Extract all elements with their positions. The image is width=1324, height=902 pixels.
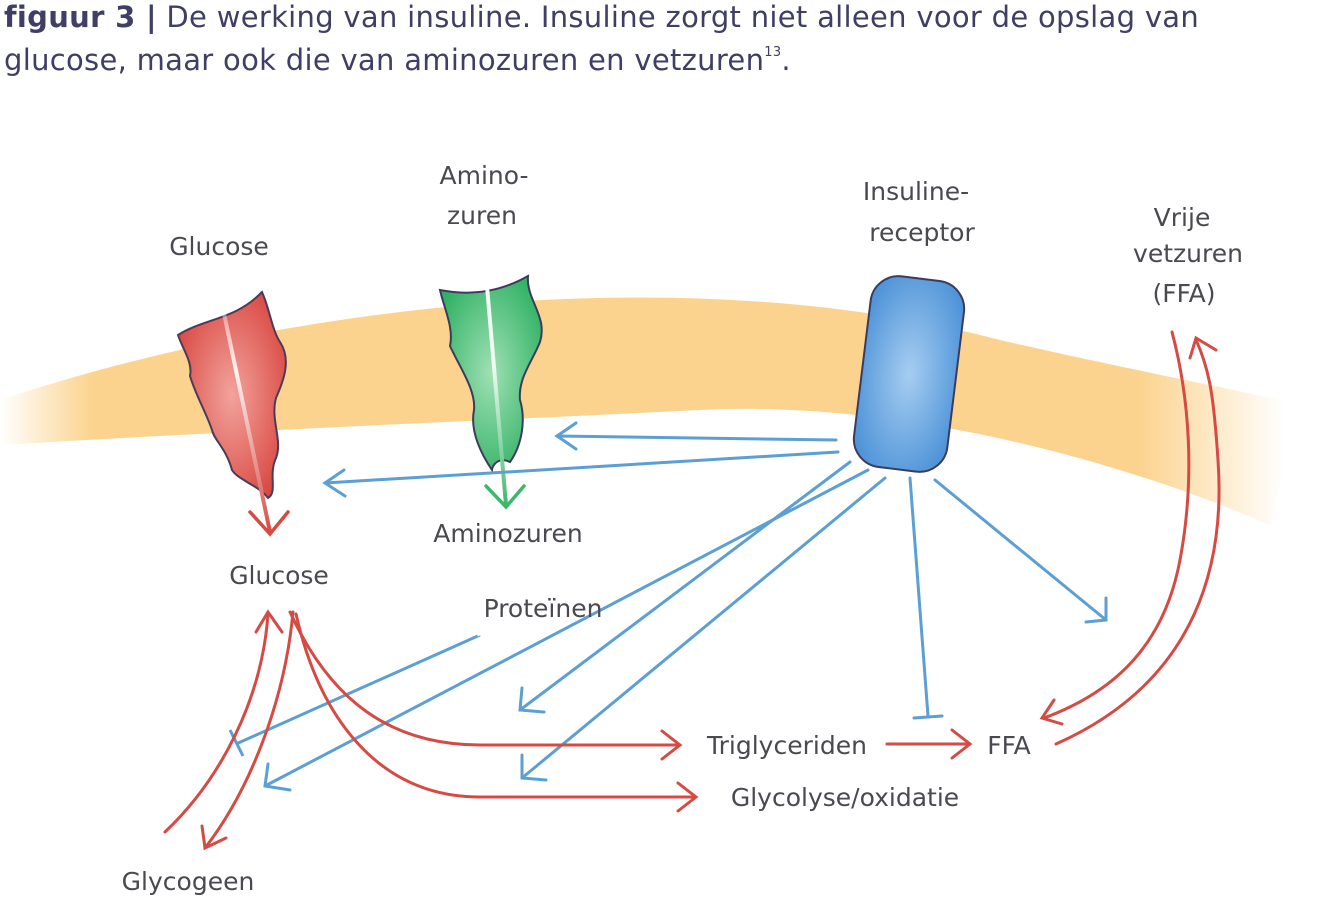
- label-glycogeen: Glycogeen: [122, 867, 255, 896]
- ffa-in-arrowhead: [1039, 698, 1064, 726]
- label-ffa-line2: vetzuren: [1133, 239, 1243, 268]
- label-proteinen: Proteïnen: [484, 594, 603, 623]
- label-aminozuren: Aminozuren: [433, 519, 582, 548]
- glucose-transporter: [176, 290, 287, 500]
- label-ffa: FFA: [987, 731, 1031, 760]
- label-triglyceriden: Triglyceriden: [706, 731, 867, 760]
- receptor-to-glycolyse-arrow: [520, 476, 887, 780]
- label-ffa-line3: (FFA): [1152, 279, 1215, 308]
- caption-text: De werking van insuline. Insuline zorgt …: [4, 0, 1200, 77]
- glucose-to-glycolyse-arrow: [294, 612, 696, 799]
- blue-arrows: [263, 421, 1108, 792]
- figure-number: figuur 3 |: [4, 0, 157, 34]
- receptor-to-glucose-arrowhead: [322, 468, 347, 498]
- label-amino-line2: zuren: [447, 201, 517, 230]
- triglyceriden-to-ffa-arrowhead: [950, 728, 973, 760]
- label-amino-line1: Amino-: [439, 161, 528, 190]
- receptor-to-proteinen-arrow: [518, 460, 852, 712]
- glucose-to-triglyceriden-arrowhead: [660, 729, 683, 761]
- receptor-to-amino-arrowhead: [554, 421, 578, 451]
- red-arrows: [163, 330, 1221, 851]
- glucose-uptake-arrowhead: [248, 510, 290, 537]
- receptor-to-glycolyse-arrowhead: [520, 753, 548, 782]
- receptor-to-glycogeen-arrowhead: [263, 762, 292, 792]
- receptor-to-glycogeen-arrow: [263, 468, 870, 788]
- label-glycolyse: Glycolyse/oxidatie: [731, 783, 959, 812]
- glucose-to-glycogeen-arrow: [203, 610, 295, 850]
- proteinen-fade: [472, 558, 623, 637]
- label-glucose-bottom: Glucose: [229, 561, 329, 590]
- label-receptor-line1: Insuline-: [863, 177, 969, 206]
- glycogeen-to-glucose-arrow: [163, 612, 270, 834]
- glucose-to-glycolyse-arrowhead: [676, 781, 699, 813]
- amino-uptake-arrowhead: [484, 484, 526, 510]
- label-receptor-line2: receptor: [869, 218, 975, 247]
- glycogenolysis-inhibition: [235, 633, 481, 746]
- receptor-to-glucose-arrow: [323, 450, 840, 485]
- receptor-to-vetzuren-arrow: [933, 478, 1108, 622]
- glucose-to-triglyceriden-arrow: [288, 610, 680, 747]
- receptor-to-vetzuren-arrowhead: [1084, 596, 1108, 624]
- glucose-to-glycogeen-arrowhead: [200, 824, 228, 851]
- figure-caption: figuur 3 | De werking van insuline. Insu…: [4, 0, 1320, 78]
- cell-membrane: [0, 297, 1324, 525]
- receptor-to-ffa-inhibition: [908, 476, 930, 718]
- label-glucose-top: Glucose: [169, 232, 269, 261]
- caption-end: .: [781, 43, 791, 77]
- glucose-uptake-arrow: [216, 284, 272, 533]
- label-ffa-line1: Vrije: [1154, 203, 1211, 232]
- receptor-to-proteinen-arrowhead: [518, 686, 546, 714]
- ffa-out-arrowhead: [1188, 335, 1218, 360]
- amino-acid-transporter: [438, 274, 543, 474]
- receptor-to-ffa-inhibition-bar: [912, 714, 944, 720]
- caption-reference: 13: [764, 45, 782, 60]
- glycogeen-to-glucose-arrowhead: [254, 609, 284, 634]
- amino-uptake-arrow: [482, 251, 508, 506]
- ffa-out-arrow: [1054, 338, 1221, 746]
- glycogenolysis-inhibition-bar: [228, 729, 245, 757]
- insulin-receptor: [852, 275, 966, 473]
- ffa-in-arrow: [1042, 330, 1191, 720]
- receptor-to-amino-arrow: [555, 434, 838, 442]
